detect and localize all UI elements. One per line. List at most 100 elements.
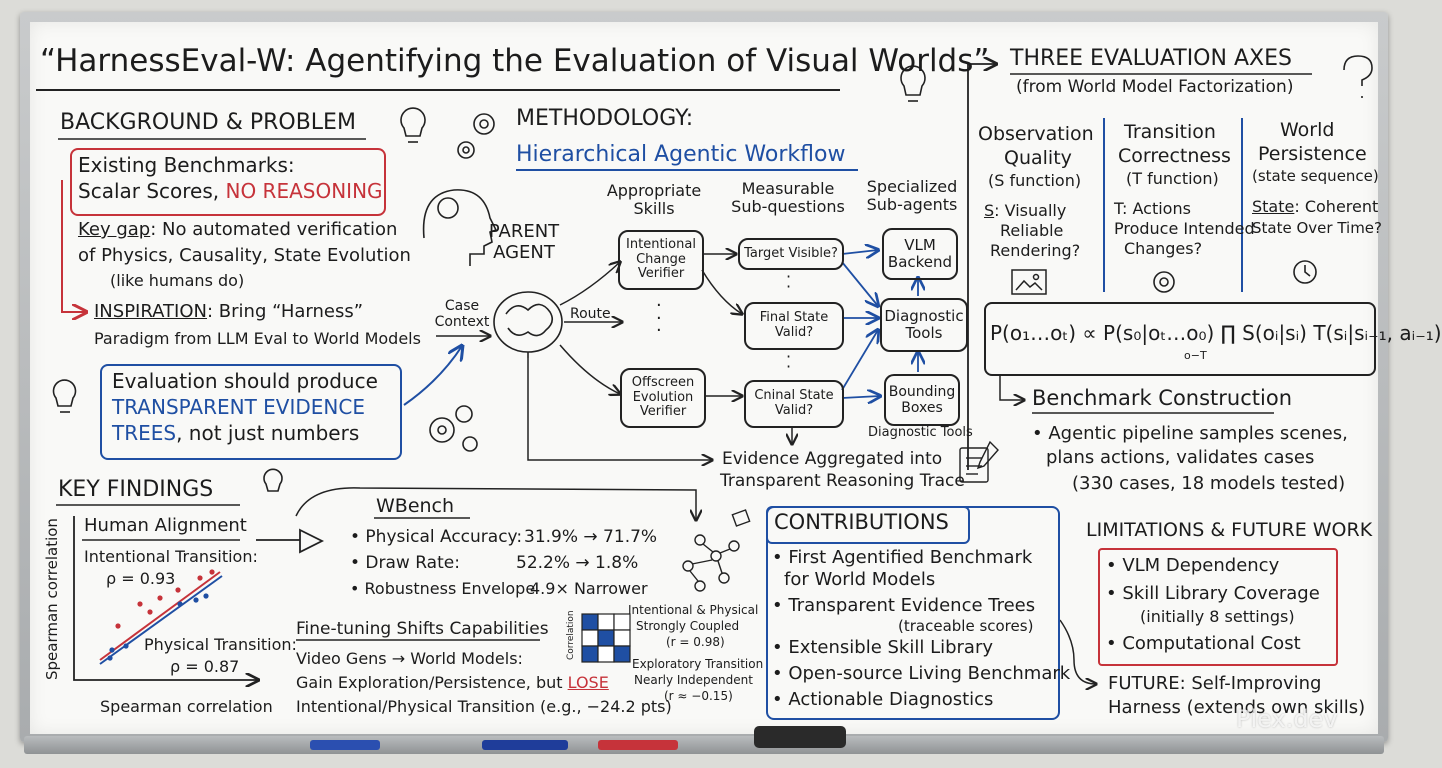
evidence-box-line3: TREES, not just numbers [112,421,360,445]
correlation-matrix-label: Correlation [566,610,576,660]
red-marker[interactable] [598,740,678,750]
evidence-aggregated-line1: Evidence Aggregated into [722,449,943,469]
limitations-heading: LIMITATIONS & FUTURE WORK [1086,519,1373,541]
wp-question1: State: Coherent [1252,197,1379,216]
diagram-lines [36,55,1373,768]
col-skills-label: Appropriate Skills [606,181,702,219]
limitation-1: • VLM Dependency [1106,555,1280,576]
finetuning-heading: Fine-tuning Shifts Capabilities [296,619,549,639]
corr1-line2: Strongly Coupled [636,619,740,633]
methodology-heading: METHODOLOGY: [516,106,694,131]
parent-agent-label: PARENT AGENT [488,221,560,263]
tr-question1: T: Actions [1114,199,1191,218]
scatter-xlabel: Spearman correlation [100,697,273,716]
wp-question2: State Over Time? [1252,219,1382,237]
subagent-bounding-boxes: Bounding Boxes [884,374,960,426]
benchmark-line3: (330 cases, 18 models tested) [1072,473,1346,494]
physical-rho: ρ = 0.87 [170,657,240,676]
key-findings-heading: KEY FINDINGS [58,477,214,502]
metric-robustness-label: • Robustness Envelope [350,579,536,598]
contributions-heading-box [766,506,970,544]
tr-function: (T function) [1126,169,1219,188]
blue-marker[interactable] [310,740,380,750]
subagent-diagnostic-tools: Diagnostic Tools [880,298,968,352]
intentional-transition-label: Intentional Transition: [84,547,258,566]
methodology-subheading: Hierarchical Agentic Workflow [516,142,846,167]
wp-title1: World [1280,119,1335,141]
metric-physical-accuracy-value: 31.9% → 71.7% [524,527,658,547]
skills-ellipsis: ··· [656,295,662,342]
corr1-line1: Intentional & Physical [628,603,759,617]
subq-ellipsis-1: ·· [786,267,792,296]
corr2-line3: (r ≈ −0.15) [664,689,733,703]
inspiration-line1: INSPIRATION: Bring “Harness” [94,301,364,322]
route-label: Route [570,306,611,322]
diagnostic-tools-caption: Diagnostic Tools [868,425,973,440]
contribution-3: • Extensible Skill Library [772,637,994,658]
axes-subheading: (from World Model Factorization) [1016,77,1294,97]
skill-offscreen-evolution-verifier: Offscreen Evolution Verifier [620,368,706,428]
limitation-2b: (initially 8 settings) [1140,607,1295,626]
subagent-vlm-backend: VLM Backend [882,228,958,280]
contributions-heading: CONTRIBUTIONS [774,510,949,534]
inspiration-line2: Paradigm from LLM Eval to World Models [94,329,421,348]
contribution-2a: • Transparent Evidence Trees [772,595,1036,616]
metric-robustness-value: 4.9× Narrower [530,579,648,598]
metric-physical-accuracy-label: • Physical Accuracy: [350,527,523,547]
key-gap-line1: Key gap: No automated verification [78,219,398,240]
corr1-line3: (r = 0.98) [666,635,725,649]
key-gap-line3: (like humans do) [110,271,245,290]
evidence-aggregated-line2: Transparent Reasoning Trace [720,471,965,491]
obs-function: (S function) [988,171,1082,190]
obs-question1: S: Visually [984,201,1067,220]
tr-title2: Correctness [1118,145,1231,167]
future-line1: FUTURE: Self-Improving [1108,673,1322,694]
finetuning-line3: Intentional/Physical Transition (e.g., −… [296,697,672,716]
key-gap-line2: of Physics, Causality, State Evolution [78,245,411,266]
limitation-2a: • Skill Library Coverage [1106,583,1320,604]
tr-question2: Produce Intended [1114,219,1255,238]
subquestion-target-visible: Target Visible? [738,238,844,270]
axes-heading: THREE EVALUATION AXES [1010,46,1292,71]
wp-function: (state sequence) [1252,167,1379,185]
evidence-box-line1: Evaluation should produce [112,369,378,393]
no-reasoning-text: NO REASONING [225,179,383,203]
existing-benchmarks-line2: Scalar Scores, NO REASONING [78,179,383,203]
subquestion-cninal-state-valid: Cninal State Valid? [744,380,844,428]
contribution-5: • Actionable Diagnostics [772,689,994,710]
page-title: “HarnessEval-W: Agentifying the Evaluati… [40,43,990,79]
background-heading: BACKGROUND & PROBLEM [60,110,356,135]
obs-title2: Quality [1004,147,1072,169]
intentional-rho: ρ = 0.93 [106,569,176,588]
watermark: Plex.dev [1236,705,1338,733]
col-subagents-label: Specialized Sub-agents [866,177,958,215]
contribution-1b: for World Models [784,569,936,590]
metric-draw-rate-label: • Draw Rate: [350,553,460,573]
eraser[interactable] [754,726,846,748]
blue-marker-2[interactable] [482,740,568,750]
subq-ellipsis-2: ·· [786,347,792,376]
contribution-2b: (traceable scores) [898,617,1034,635]
subquestion-final-state-valid: Final State Valid? [744,302,844,350]
obs-question2: Reliable [1000,221,1064,240]
finetuning-line1: Video Gens → World Models: [296,649,523,668]
corr2-line1: Exploratory Transition [632,657,764,671]
physical-transition-label: Physical Transition: [144,635,297,654]
benchmark-line1: • Agentic pipeline samples scenes, [1032,423,1348,444]
limitation-3: • Computational Cost [1106,633,1301,654]
limitations-box [1098,548,1338,666]
factorization-formula: P(o₁…oₜ) ∝ P(s₀|oₜ…o₀) ∏ S(oᵢ|sᵢ) T(sᵢ|s… [990,321,1442,345]
skill-intentional-change-verifier: Intentional Change Verifier [618,230,704,290]
col-subquestions-label: Measurable Sub-questions [731,179,845,217]
tr-question3: Changes? [1124,239,1203,258]
obs-question3: Rendering? [990,241,1081,260]
future-line2: Harness (extends own skills) [1108,697,1366,718]
obs-title1: Observation [978,123,1094,145]
finetuning-line2: Gain Exploration/Persistence, but LOSE [296,673,609,692]
scatter-ylabel: Spearman correlation [43,518,61,680]
human-alignment-heading: Human Alignment [84,515,247,536]
existing-benchmarks-line1: Existing Benchmarks: [78,153,295,177]
existing-benchmarks-box [70,148,386,216]
formula-box [984,302,1376,376]
contribution-4: • Open-source Living Benchmark [772,663,1071,684]
